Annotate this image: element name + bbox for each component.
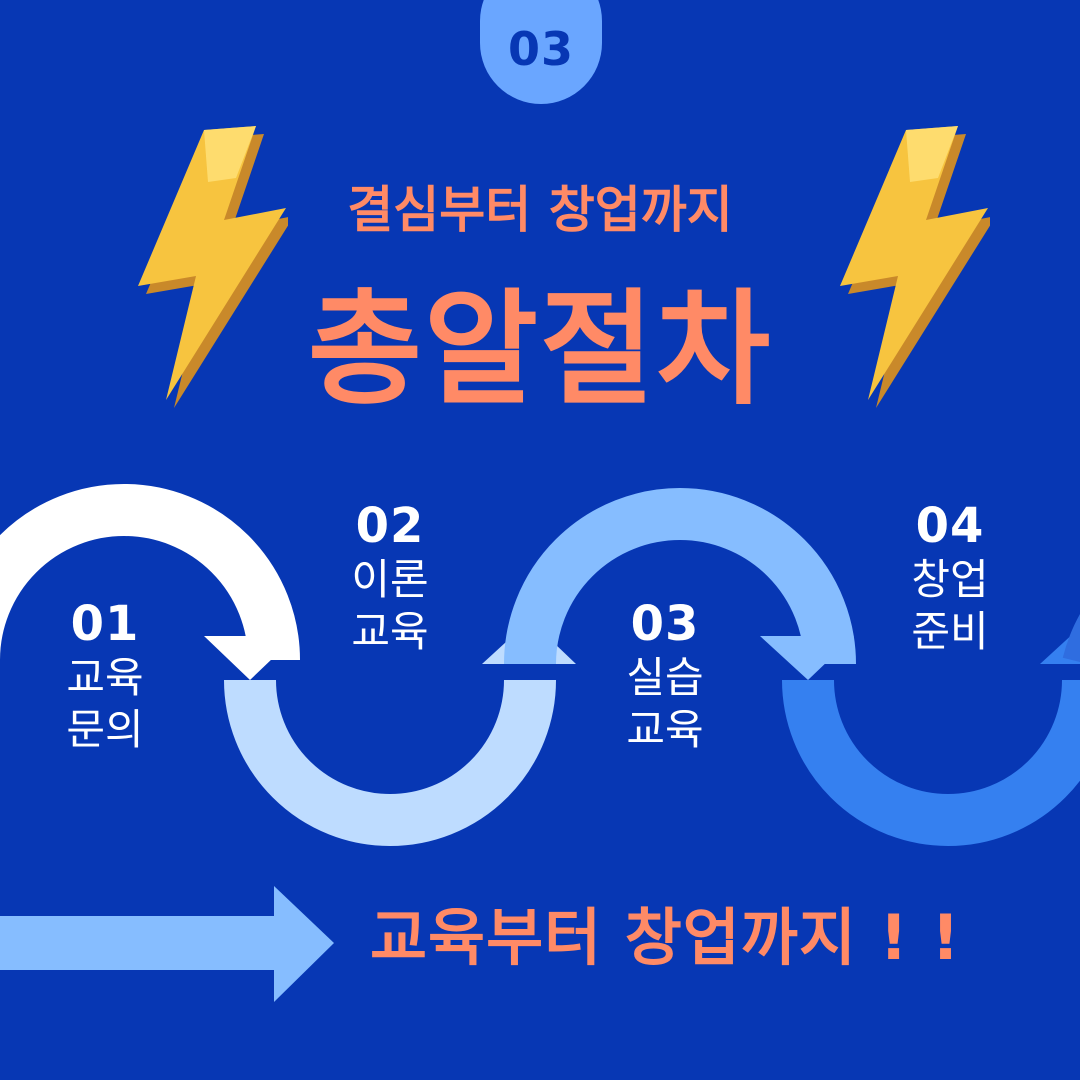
step-badge	[480, 0, 602, 104]
flow-arrowhead-3	[760, 636, 854, 680]
step-number: 03	[630, 596, 700, 652]
lightning-bolt-icon	[138, 126, 288, 408]
step-label-line-2: 준비	[911, 607, 989, 656]
step-4: 04 창업 준비	[885, 498, 1015, 658]
step-badge-label: 03	[507, 22, 574, 76]
lightning-bolt-icon	[840, 126, 990, 408]
flow-arc-2	[224, 679, 556, 846]
step-number: 02	[355, 498, 425, 554]
step-2: 02 이론 교육	[325, 498, 455, 658]
step-label-line-1: 창업	[911, 555, 989, 604]
flow-arc-3	[504, 488, 856, 665]
subtitle: 결심부터 창업까지	[347, 181, 733, 239]
step-label-line-1: 이론	[351, 555, 429, 604]
step-label-line-1: 실습	[626, 653, 704, 702]
page-title: 총알절차	[307, 278, 773, 422]
step-label-line-2: 교육	[626, 705, 704, 754]
flow-arc-4	[782, 679, 1080, 846]
tagline: 교육부터 창업까지 ! !	[370, 901, 961, 974]
flow-arrowhead-1	[204, 636, 296, 680]
step-1: 01 교육 문의	[40, 596, 170, 756]
step-label-line-1: 교육	[66, 653, 144, 702]
step-3: 03 실습 교육	[600, 596, 730, 756]
flow-arc-1	[0, 484, 300, 661]
right-arrow-icon	[0, 886, 334, 1002]
step-label-line-2: 문의	[66, 705, 144, 754]
step-number: 01	[70, 596, 140, 652]
step-label-line-2: 교육	[351, 607, 429, 656]
step-number: 04	[915, 498, 985, 554]
